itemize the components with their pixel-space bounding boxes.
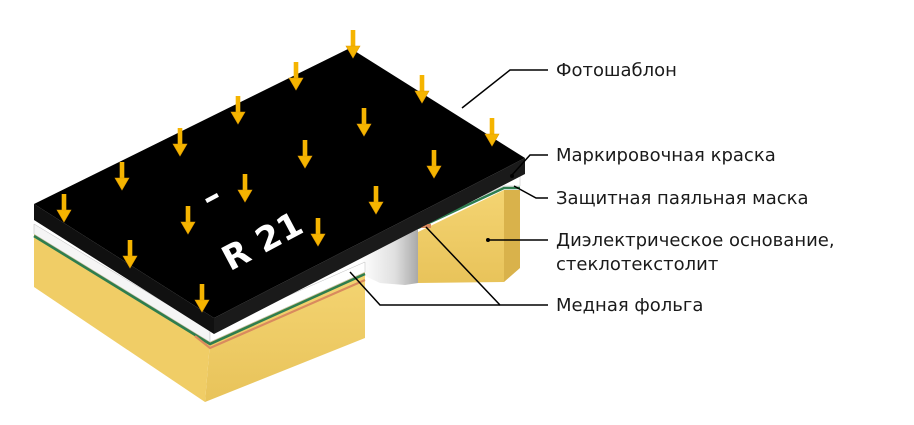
copper-foil-right-edge [421,224,431,228]
label-solder-mask: Защитная паяльная маска [556,188,809,209]
dielectric-right-face [504,190,520,282]
leader-photomask [461,69,548,109]
dielectric-right-front [418,190,504,283]
plated-hole-wall [360,226,418,285]
leader-copper-left [349,271,500,306]
dielectric-front-face [205,272,365,402]
label-dielectric-line2: стеклотекстолит [556,254,718,275]
callout-labels: Фотошаблон Маркировочная краска Защитная… [556,60,835,316]
photomask [34,48,525,334]
pcb-board [34,190,520,402]
label-photomask: Фотошаблон [556,60,677,81]
photomask-front [214,158,525,334]
marking-ink-front-edge [209,261,366,343]
leader-solder-mask [513,185,548,199]
leader-marking-ink-dot [510,174,514,178]
photomask-top [34,48,525,318]
solder-mask-right-edge [417,186,520,230]
copper-foil-edge [194,278,366,350]
label-dielectric-line1: Диэлектрическое основание, [556,230,835,251]
leader-marking-ink [511,154,548,176]
label-copper-foil: Медная фольга [556,295,703,316]
solder-mask-edge [33,234,366,346]
photomask-side [34,204,214,334]
leader-lines [349,69,548,306]
dielectric-left-face [34,232,210,402]
leader-dielectric-dot [486,238,490,242]
label-marking-ink: Маркировочная краска [556,145,776,166]
